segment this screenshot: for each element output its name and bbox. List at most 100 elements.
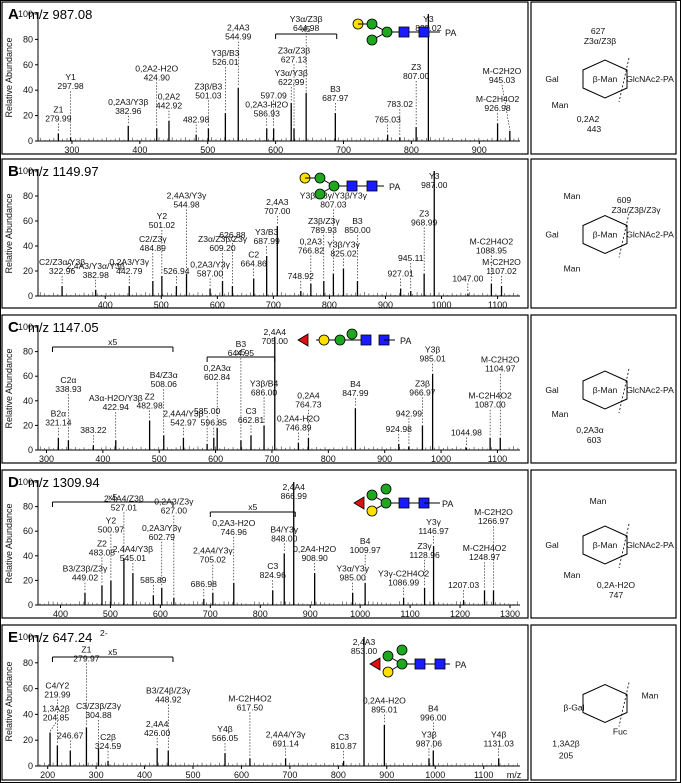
peak-label: C2β (100, 732, 116, 742)
peak-label: 985.00 (340, 573, 367, 583)
x-tick-label: 500 (152, 454, 167, 464)
x-tick-label: 1100 (400, 609, 419, 619)
peak-label: 1104.97 (485, 364, 516, 374)
pa-label: PA (442, 499, 453, 509)
y-tick-label: 100 (18, 477, 33, 487)
peak-label: M-C2H2O (474, 507, 513, 517)
structure-label: Man (590, 496, 607, 506)
peak-label: Y3γ (426, 517, 442, 527)
structure-label: GlcNAc2-PA (626, 74, 674, 84)
y-axis-label: Relative Abundance (4, 37, 14, 117)
peak-label: 324.59 (95, 741, 122, 751)
peak-label: Y3β/Y3γ (327, 240, 360, 250)
peak-label: Y3α/Y3γ (336, 564, 369, 574)
peak-label: Y3γ-C2H4O2 (378, 569, 429, 579)
peak-label: 644.95 (228, 348, 255, 358)
peak-label: C2/Z3γ (139, 234, 167, 244)
peak-label: 426.00 (144, 728, 171, 738)
peak-label: 1088.95 (476, 246, 507, 256)
peak-label: 297.98 (57, 81, 84, 91)
peak-label: 527.01 (111, 502, 138, 512)
x-tick-label: 700 (336, 145, 351, 155)
y-axis-label: Relative Abundance (4, 193, 14, 273)
peak-label: 482.98 (183, 115, 210, 125)
peak-label: 500.97 (98, 524, 125, 534)
scale-label: x5 (248, 502, 257, 512)
peak-label: B4/Z3α (150, 370, 178, 380)
mannose-icon (396, 658, 408, 670)
peak-label: 748.92 (288, 271, 315, 281)
glycan-structure: PA (352, 18, 456, 46)
x-tick-label: 1300 (500, 609, 520, 619)
y-tick-label: 60 (23, 216, 33, 226)
peak-label: 602.79 (149, 532, 176, 542)
peak-label: 1047.00 (452, 274, 483, 284)
x-tick-label: 500 (185, 770, 200, 780)
structure-label: β-Gal (563, 703, 584, 713)
peak-label: 942.99 (396, 408, 423, 418)
cleavage-line (618, 368, 630, 414)
structure-label: Man (564, 570, 581, 580)
peak-label: Y4β (217, 724, 233, 734)
peak-label: 825.02 (330, 249, 357, 259)
peak-label: Y4β (491, 729, 507, 739)
peak-label: Z3α/Z3β (278, 45, 310, 55)
y-tick-label: 40 (23, 241, 33, 251)
structure-label: 443 (587, 124, 602, 134)
peak-label: 0,2A3/Y3γ (190, 260, 230, 270)
y-axis-label: Relative Abundance (4, 503, 14, 583)
peak-label: 596.85 (201, 418, 228, 428)
structure-label: Man (552, 409, 569, 419)
peak-label: Y3β (421, 729, 437, 739)
peak-label: 442.79 (116, 266, 143, 276)
structure-label: 603 (587, 435, 602, 445)
cleavage-line (618, 523, 630, 569)
panel-letter: C (8, 319, 19, 336)
structure-label: 1,3A2β (552, 739, 579, 749)
structure-label: Fuc (613, 727, 628, 737)
y-tick-label: 100 (18, 322, 33, 332)
peak-label: 705.02 (200, 555, 227, 565)
peak-label: 895.01 (371, 705, 398, 715)
spectrum-frame (1, 314, 529, 464)
peak-label: Z3β/B3 (194, 81, 222, 91)
peak-label: 2,4A4/Y3β (163, 409, 203, 419)
peak-label: M-C2H4O2 (468, 391, 512, 401)
glycan-structure: PA (353, 483, 453, 517)
peak-label: 987.06 (416, 738, 443, 748)
peak-label: Y3/B3 (255, 227, 279, 237)
peak-label: 746.96 (221, 527, 248, 537)
glcnac-icon (434, 658, 446, 670)
x-tick-label: 600 (210, 300, 225, 310)
peak-label: 2,4A3 (353, 637, 376, 647)
fucose-icon (369, 657, 381, 671)
peak-label: 1086.99 (388, 578, 419, 588)
peak-label: 422.94 (103, 402, 130, 412)
peak-label: 0,2A3 (300, 237, 323, 247)
x-tick-label: 900 (472, 145, 487, 155)
sugar-ring (582, 370, 628, 410)
peak-label: Z1 (53, 104, 63, 114)
peak-label: 2,4A3 (227, 23, 250, 33)
pa-label: PA (455, 660, 466, 670)
peak-label: 1131.03 (483, 738, 514, 748)
peak-label: Z3β (415, 378, 430, 388)
peak-label: 587.00 (197, 269, 224, 279)
peak-label: 2,4A4 (146, 719, 169, 729)
peak-label: 0,2A3/Y3γ (109, 257, 149, 267)
peak-label: 304.88 (85, 710, 112, 720)
cleavage-line (618, 682, 630, 727)
peak-label: 383.22 (80, 425, 107, 435)
structure-frame (530, 314, 677, 464)
glcnac-icon (418, 26, 430, 38)
peak-label: 926.98 (484, 103, 511, 113)
galactose-icon (366, 505, 378, 517)
peak-label: 1266.97 (478, 516, 509, 526)
x-tick-label: 300 (64, 145, 79, 155)
structure-label: 609 (617, 195, 632, 205)
peak-label: 597.09 (260, 90, 287, 100)
peak-label: 566.05 (212, 733, 239, 743)
peak-label: B3 (330, 84, 341, 94)
peak-label: 542.97 (170, 418, 197, 428)
